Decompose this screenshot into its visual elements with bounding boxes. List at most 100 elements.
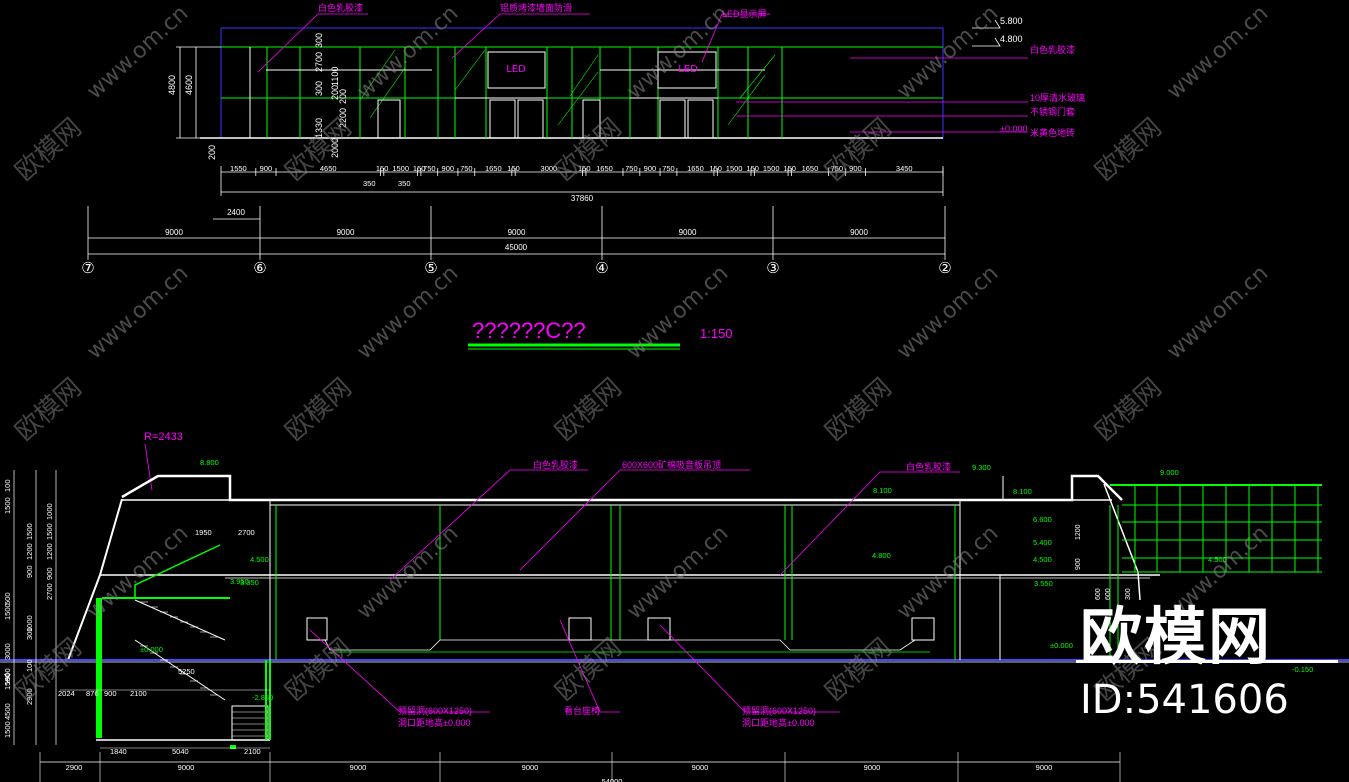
elev-vdim: 2200 [338, 108, 348, 128]
elev-dim-value: 150 [783, 164, 796, 173]
section-axis-dim: 9000 [178, 763, 195, 772]
section-left-dim: 100 [3, 479, 12, 492]
watermark-brand: 欧模网 [820, 373, 898, 447]
level-right: 6.600 [1033, 515, 1052, 524]
level-right: 9.000 [1160, 468, 1179, 477]
elev-dim-value: 150 [376, 164, 389, 173]
level-4800: 4.800 [1000, 34, 1023, 44]
brand-underline [1076, 660, 1338, 663]
level-right: 4.500 [1033, 555, 1052, 564]
elev-right-5: 米黄色地砖 [1030, 127, 1075, 138]
watermark-brand: 欧模网 [280, 633, 358, 707]
axis-span-dim: 9000 [337, 228, 355, 237]
watermark-url: www.om.cn [1162, 261, 1273, 364]
section-axis-dim: 9000 [350, 763, 367, 772]
level-left: 4.500 [250, 555, 269, 564]
level-left: 8.800 [200, 458, 219, 467]
grid-bubble-label: ⑥ [253, 259, 266, 277]
axis-span-dim: 9000 [508, 228, 526, 237]
watermark-url: www.om.cn [1162, 1, 1273, 104]
section-title: ??????C?? [472, 318, 586, 343]
grid-bubble-label: ⑤ [424, 259, 437, 277]
section-left-dim: 900 [25, 565, 34, 578]
section-left-dim: 100 [25, 659, 34, 672]
elev-dim-value: 750 [460, 164, 473, 173]
watermark-brand: 欧模网 [1090, 373, 1168, 447]
led-label-1: LED [506, 64, 526, 75]
elev-dim-value: 1650 [485, 164, 502, 173]
section-axis-dim: 9000 [1036, 763, 1053, 772]
section-left-dim: 500 [3, 592, 12, 605]
section-label-2: 600X600矿棉吸音板吊顶 [622, 459, 721, 470]
elev-dim-value: 150 [746, 164, 759, 173]
level-right: 9.300 [972, 463, 991, 472]
side-dim: 300 [1125, 588, 1132, 600]
watermark-url: www.om.cn [82, 521, 193, 624]
level-right: 4.800 [872, 551, 891, 560]
elev-vdim: 2000 [330, 138, 340, 158]
axis-offset-dim: 2400 [227, 208, 245, 217]
section-left-dim: 1500 [3, 497, 12, 514]
axis-total: 45000 [505, 243, 528, 252]
section-label-3: 白色乳胶漆 [906, 461, 951, 472]
level-right: 5.400 [1033, 538, 1052, 547]
level-right: 8.100 [873, 486, 892, 495]
elevation-drawing: LED LED 白色乳胶漆 铝质烤漆墙面防滑 LED显示屏 白色乳胶漆 10厚清… [167, 2, 1085, 203]
section-left-dim: 1500 [3, 721, 12, 738]
elev-vdim: 300 [314, 33, 324, 48]
elev-dim-value: 1650 [687, 164, 704, 173]
bottom-label-1-line1: 预留洞(600X1250) [398, 705, 472, 716]
level-right: ±0.000 [1050, 641, 1073, 650]
watermark-brand: 欧模网 [280, 373, 358, 447]
elev-right-4: ±0.000 [1000, 124, 1027, 134]
section-axis-dim: 2900 [66, 763, 83, 772]
watermark-brand: 欧模网 [10, 633, 88, 707]
elev-dim-value: 900 [442, 164, 455, 173]
stair-dim: 2024 [58, 689, 75, 698]
watermark-url: www.om.cn [622, 1, 733, 104]
elev-dim-value: 150 [413, 164, 426, 173]
section-left-dim: 1500 [25, 523, 34, 540]
section-label-1: 白色乳胶漆 [533, 459, 578, 470]
section-left-dim: 300 [25, 627, 34, 640]
bottom-label-3-line1: 预留洞(600X1250) [742, 705, 816, 716]
elev-vdim: 200 [338, 89, 348, 104]
elev-right-3: 不锈钢门套 [1030, 106, 1075, 117]
elev-dim-value: 1550 [230, 164, 247, 173]
elev-dim-value: 750 [831, 164, 844, 173]
grid-bubble-label: ③ [766, 259, 779, 277]
elev-right-2: 10厚清水玻璃 [1030, 92, 1085, 103]
elev-dim-left-2: 4600 [184, 75, 194, 95]
section-bottom-dim: 2100 [244, 747, 261, 756]
elev-dim-value: 1500 [392, 164, 409, 173]
elev-label-3: LED显示屏 [722, 9, 767, 19]
brand-logo: 欧模网 [1080, 600, 1273, 673]
bottom-label-2: 看台座椅 [564, 705, 600, 716]
section-left-dim: 1500 [3, 603, 12, 620]
elev-dim-value: 900 [644, 164, 657, 173]
section-col-dim: 1000 [45, 503, 54, 520]
axis-span-dim: 9000 [850, 228, 868, 237]
section-left-dim: 4500 [3, 703, 12, 720]
section-total: 54000 [602, 777, 623, 782]
grid-bubble-label: ⑦ [81, 259, 94, 277]
grid-bubble-label: ④ [595, 259, 608, 277]
level-left: 3.350 [240, 578, 259, 587]
watermark-brand: 欧模网 [550, 373, 628, 447]
elev-vdim: 2700 [314, 52, 324, 72]
y-axis-mark: Y [3, 672, 11, 685]
grid-bubble-label: ② [938, 259, 951, 277]
elev-dim-left-1: 4800 [167, 75, 177, 95]
side-dim: 900 [1075, 558, 1082, 570]
stair-dim: 2100 [130, 689, 147, 698]
section-axis-dim: 9000 [864, 763, 881, 772]
elev-dim-value: 900 [260, 164, 273, 173]
section-left-dim: 1200 [25, 543, 34, 560]
elev-dim-value: 150 [507, 164, 520, 173]
elev-dim-value: 150 [578, 164, 591, 173]
elev-total: 37860 [571, 194, 594, 203]
watermark-url: www.om.cn [892, 1, 1003, 104]
section-bottom-dim: 5040 [172, 747, 189, 756]
